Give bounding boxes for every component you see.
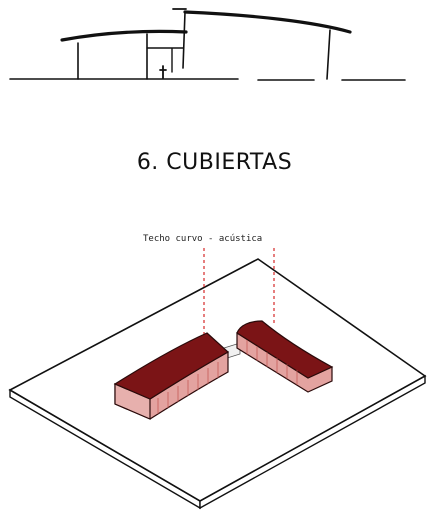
main-curved-roof	[183, 10, 352, 34]
tall-wall	[182, 11, 186, 69]
base-slab	[8, 258, 427, 510]
section-title: 6. CUBIERTAS	[136, 150, 293, 175]
ground-line	[9, 78, 406, 81]
roof-left-top	[113, 332, 230, 400]
left-roof	[60, 29, 188, 42]
section-sketch	[9, 8, 406, 81]
roof-volume-right	[236, 320, 334, 393]
roof-right-top	[236, 320, 334, 379]
guide-lines	[203, 248, 275, 338]
roof-volume-left	[113, 332, 230, 420]
hatch-right	[246, 340, 298, 385]
right-wall	[326, 29, 331, 80]
roof-annotation: Techo curvo - acústica	[143, 234, 263, 244]
hatch-left	[157, 362, 219, 414]
slab-top	[8, 258, 427, 502]
interior-box	[146, 47, 184, 73]
figure-mark	[159, 65, 167, 79]
